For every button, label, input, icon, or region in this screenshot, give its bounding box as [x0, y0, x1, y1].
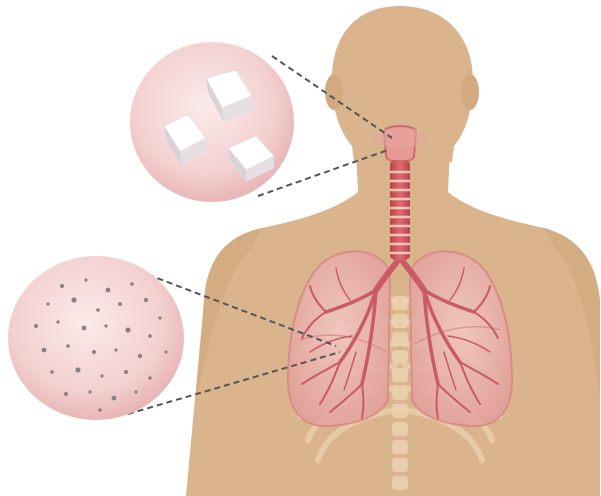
lung-callout: [8, 256, 184, 420]
callout-bubble: [130, 42, 294, 202]
right-ear: [461, 74, 479, 110]
spine: [392, 296, 408, 490]
upper-airway-callout: [130, 42, 294, 202]
callout-bubble: [8, 256, 184, 420]
left-ear: [325, 74, 343, 110]
